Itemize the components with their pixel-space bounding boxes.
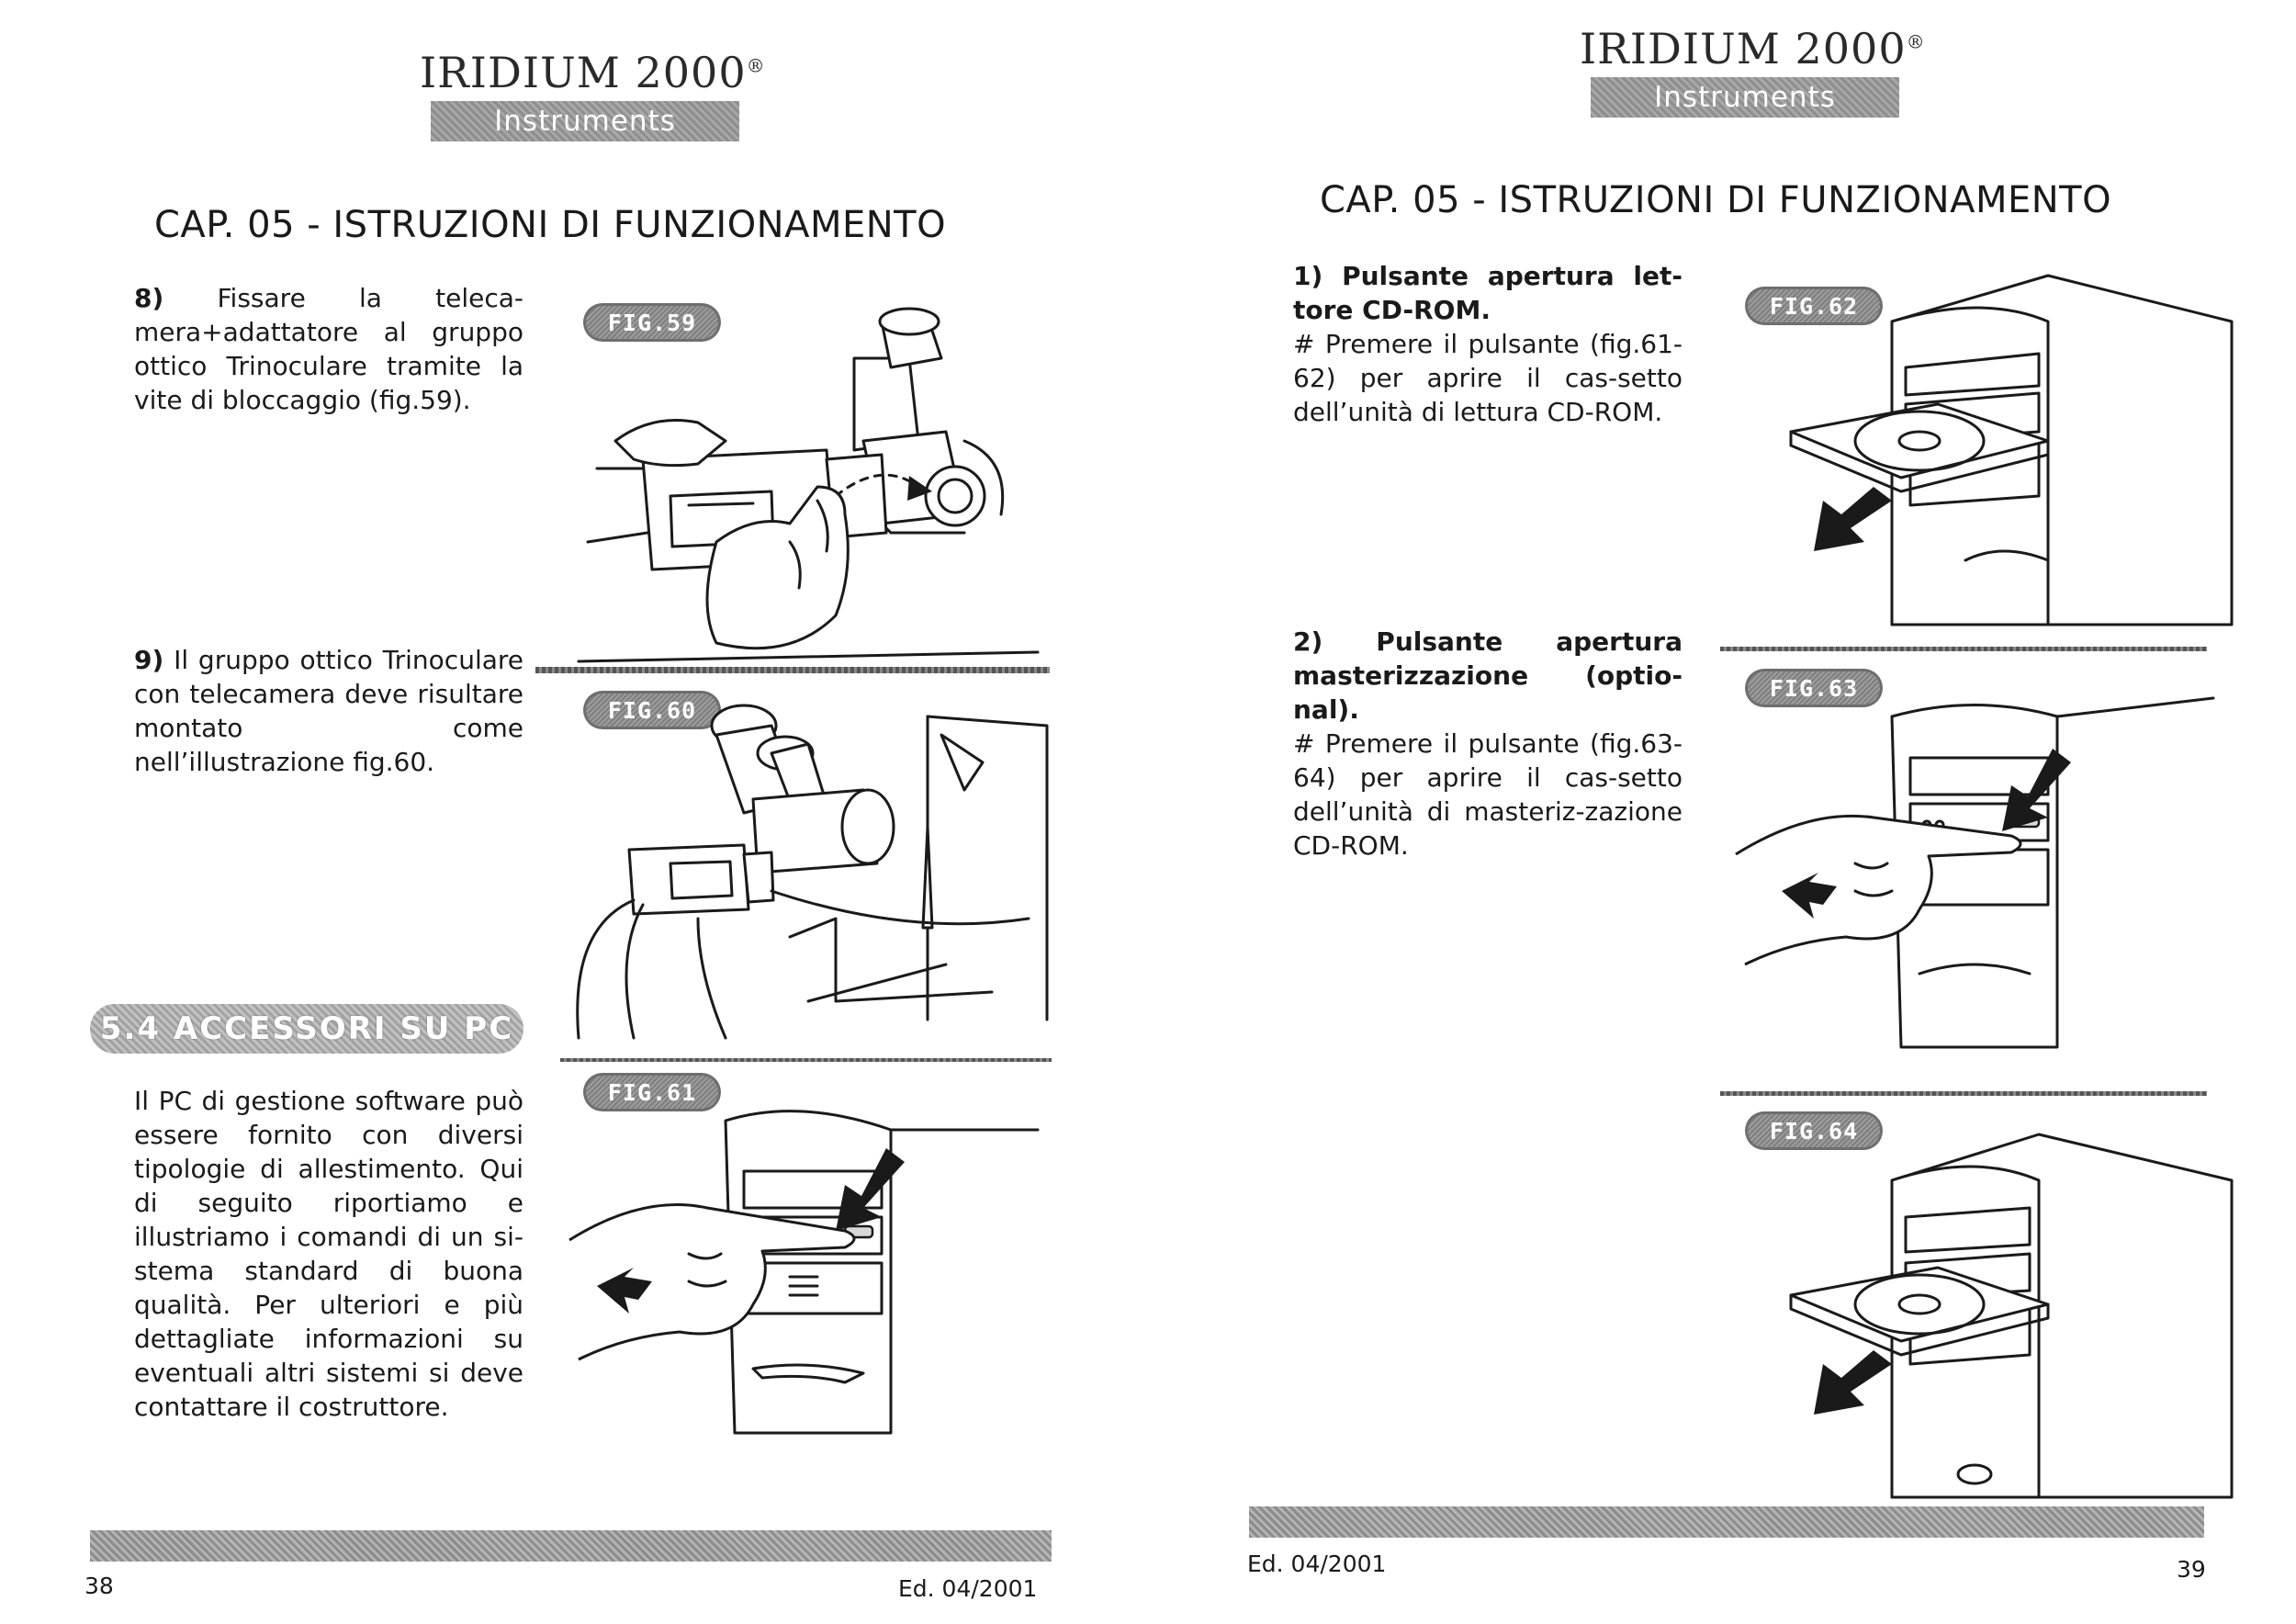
step-body: Il gruppo ottico Trinoculare con telecam…	[134, 645, 523, 777]
figure-separator	[1720, 1091, 2207, 1096]
arrow-icon	[907, 476, 932, 501]
arrow-icon	[1814, 487, 1892, 551]
page-number: 39	[2177, 1556, 2206, 1583]
fig-60-badge: FIG.60	[583, 691, 721, 729]
slit-lamp-stand	[770, 715, 1049, 1021]
item-title: 2) Pulsante apertura masterizzazione (op…	[1293, 626, 1683, 725]
step-8-text: 8) Fissare la teleca-mera+adattatore al …	[134, 281, 523, 417]
pc-tower-icon	[1890, 274, 2234, 626]
chapter-title: CAP. 05 - ISTRUZIONI DI FUNZIONAMENTO	[1320, 179, 2112, 221]
microscope-icon	[852, 307, 1005, 535]
edition-label: Ed. 04/2001	[898, 1575, 1038, 1602]
footer-bar	[1249, 1506, 2204, 1538]
fig-61-illustration	[568, 1110, 1040, 1435]
brand-subtitle: Instruments	[1654, 81, 1836, 114]
step-9-text: 9) Il gruppo ottico Trinoculare con tele…	[134, 643, 523, 779]
figure-separator	[1720, 647, 2207, 651]
arrow-icon	[597, 1268, 652, 1314]
edition-label: Ed. 04/2001	[1247, 1551, 1387, 1577]
microscope-icon	[710, 704, 895, 874]
arrow-icon	[1814, 1350, 1892, 1415]
fig-62-badge: FIG.62	[1745, 287, 1883, 325]
brand-subtitle-bar: Instruments	[1591, 77, 1899, 118]
item-body: # Premere il pulsante (fig.61-62) per ap…	[1293, 329, 1683, 427]
left-page: IRIDIUM 2000® Instruments CAP. 05 - ISTR…	[84, 48, 1052, 1602]
camera-icon	[627, 843, 775, 916]
arrow-icon	[2002, 749, 2071, 831]
fig-64-badge: FIG.64	[1745, 1111, 1883, 1150]
right-page: IRIDIUM 2000® Instruments CAP. 05 - ISTR…	[1148, 0, 2296, 1624]
brand-subtitle: Instruments	[494, 105, 676, 138]
item-body: # Premere il pulsante (fig.63-64) per ap…	[1293, 728, 1683, 861]
arrow-icon	[836, 1148, 905, 1231]
brand-header: IRIDIUM 2000® Instruments	[420, 48, 766, 141]
fig-63-badge: FIG.63	[1745, 669, 1883, 707]
pc-tower-icon	[1890, 1133, 2234, 1499]
cd-tray-open	[1789, 402, 2050, 493]
brand-header: IRIDIUM 2000® Instruments	[1580, 24, 1926, 118]
figure-separator	[535, 667, 1050, 673]
step-number: 9)	[134, 645, 164, 675]
fig-59-illustration	[577, 307, 1040, 663]
item-2-text: 2) Pulsante apertura masterizzazione (op…	[1293, 625, 1683, 863]
brand-title: IRIDIUM 2000®	[1580, 24, 1926, 73]
step-number: 8)	[134, 283, 164, 313]
brand-subtitle-bar: Instruments	[431, 101, 739, 141]
cd-tray-open	[1789, 1266, 2050, 1357]
fig-61-badge: FIG.61	[583, 1073, 721, 1111]
pointing-hand-icon	[568, 1203, 856, 1361]
item-title: 1) Pulsante apertura let-tore CD-ROM.	[1293, 261, 1683, 325]
fig-59-badge: FIG.59	[583, 303, 721, 342]
step-body: Fissare la teleca-mera+adattatore al gru…	[134, 283, 523, 415]
brand-title: IRIDIUM 2000®	[420, 48, 766, 97]
section-title: 5.4 ACCESSORI SU PC	[99, 1010, 514, 1047]
accessori-text: Il PC di gestione software può essere fo…	[134, 1084, 523, 1424]
item-1-text: 1) Pulsante apertura let-tore CD-ROM. # …	[1293, 259, 1683, 429]
pointing-hand-icon	[613, 419, 850, 650]
fig-63-illustration	[1735, 696, 2215, 1049]
accessori-paragraph: Il PC di gestione software può essere fo…	[134, 1086, 523, 1422]
fig-62-illustration	[1789, 274, 2234, 626]
footer-bar	[90, 1530, 1052, 1562]
chapter-title: CAP. 05 - ISTRUZIONI DI FUNZIONAMENTO	[154, 204, 947, 246]
fig-60-illustration	[576, 704, 1049, 1040]
page-number: 38	[84, 1573, 114, 1599]
section-banner: 5.4 ACCESSORI SU PC	[90, 1004, 523, 1054]
pointing-hand-icon	[1735, 814, 2022, 966]
figure-separator	[560, 1058, 1052, 1062]
fig-64-illustration	[1789, 1133, 2234, 1499]
arrow-icon	[1782, 873, 1837, 919]
